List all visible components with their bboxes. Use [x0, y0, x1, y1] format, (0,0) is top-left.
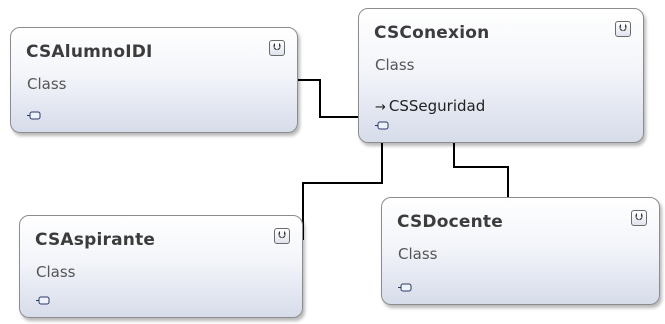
class-box-csdocente[interactable]: CSDocente Class ⮋ [381, 197, 660, 305]
class-name: CSAlumnoIDI [26, 42, 153, 62]
member-icon [375, 121, 389, 130]
base-class-name: CSSeguridad [388, 97, 486, 115]
member-icon [27, 111, 41, 120]
class-box-csaspirante[interactable]: CSAspirante Class ⮋ [19, 215, 303, 318]
member-icon [36, 296, 50, 305]
class-stereotype: Class [36, 263, 76, 281]
double-chevron-down-icon[interactable]: ⮋ [274, 228, 290, 244]
double-chevron-down-icon[interactable]: ⮋ [631, 210, 647, 226]
double-chevron-down-icon[interactable]: ⮋ [615, 21, 631, 37]
double-chevron-down-icon[interactable]: ⮋ [269, 40, 285, 56]
class-name: CSAspirante [35, 230, 156, 250]
arrow-right-icon: → [375, 100, 386, 115]
class-stereotype: Class [398, 245, 438, 263]
connector-csconexion-csaspirante [302, 143, 383, 240]
class-box-csconexion[interactable]: CSConexion Class →CSSeguridad ⮋ [358, 8, 644, 143]
connector-csconexion-csdocente [453, 143, 509, 197]
connector-csalumno-csconexion [298, 79, 358, 118]
class-box-csalumnoidi[interactable]: CSAlumnoIDI Class ⮋ [10, 27, 298, 133]
class-name: CSConexion [374, 23, 490, 43]
class-stereotype: Class [27, 75, 67, 93]
class-name: CSDocente [397, 212, 503, 232]
member-icon [398, 283, 412, 292]
base-class-row: →CSSeguridad [375, 97, 485, 115]
class-stereotype: Class [375, 56, 415, 74]
